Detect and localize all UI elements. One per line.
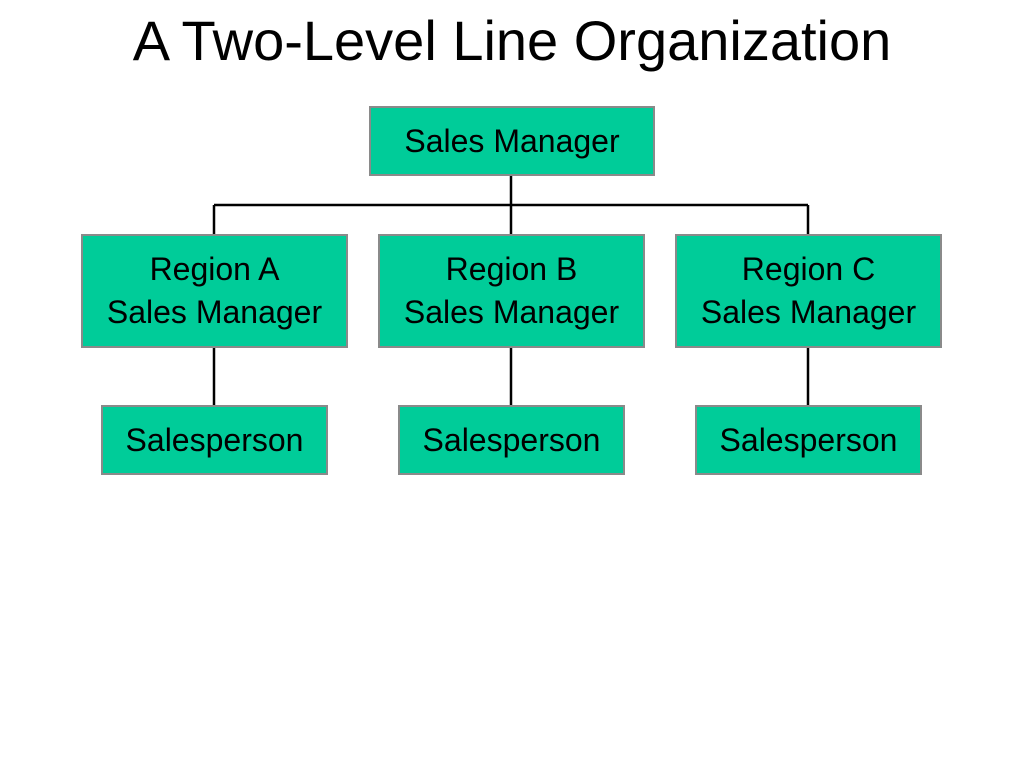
node-region-c-sales-manager: Region C Sales Manager — [675, 234, 942, 348]
node-salesperson-c-label: Salesperson — [719, 421, 898, 458]
node-salesperson-region-a: Salesperson — [101, 405, 328, 475]
node-region-b-line2: Sales Manager — [403, 294, 620, 330]
node-region-c-line2: Sales Manager — [700, 294, 917, 330]
node-region-c-line1: Region C — [741, 251, 876, 287]
node-salesperson-region-c: Salesperson — [695, 405, 922, 475]
node-region-a-line1: Region A — [149, 251, 280, 287]
node-sales-manager-label: Sales Manager — [404, 122, 620, 159]
node-region-a-line2: Sales Manager — [106, 294, 323, 330]
node-salesperson-b-label: Salesperson — [422, 421, 601, 458]
node-sales-manager: Sales Manager — [369, 106, 655, 176]
node-region-b-line1: Region B — [445, 251, 578, 287]
node-region-a-sales-manager: Region A Sales Manager — [81, 234, 348, 348]
node-region-b-sales-manager: Region B Sales Manager — [378, 234, 645, 348]
node-salesperson-region-b: Salesperson — [398, 405, 625, 475]
node-salesperson-a-label: Salesperson — [125, 421, 304, 458]
slide-title: A Two-Level Line Organization — [132, 9, 892, 72]
